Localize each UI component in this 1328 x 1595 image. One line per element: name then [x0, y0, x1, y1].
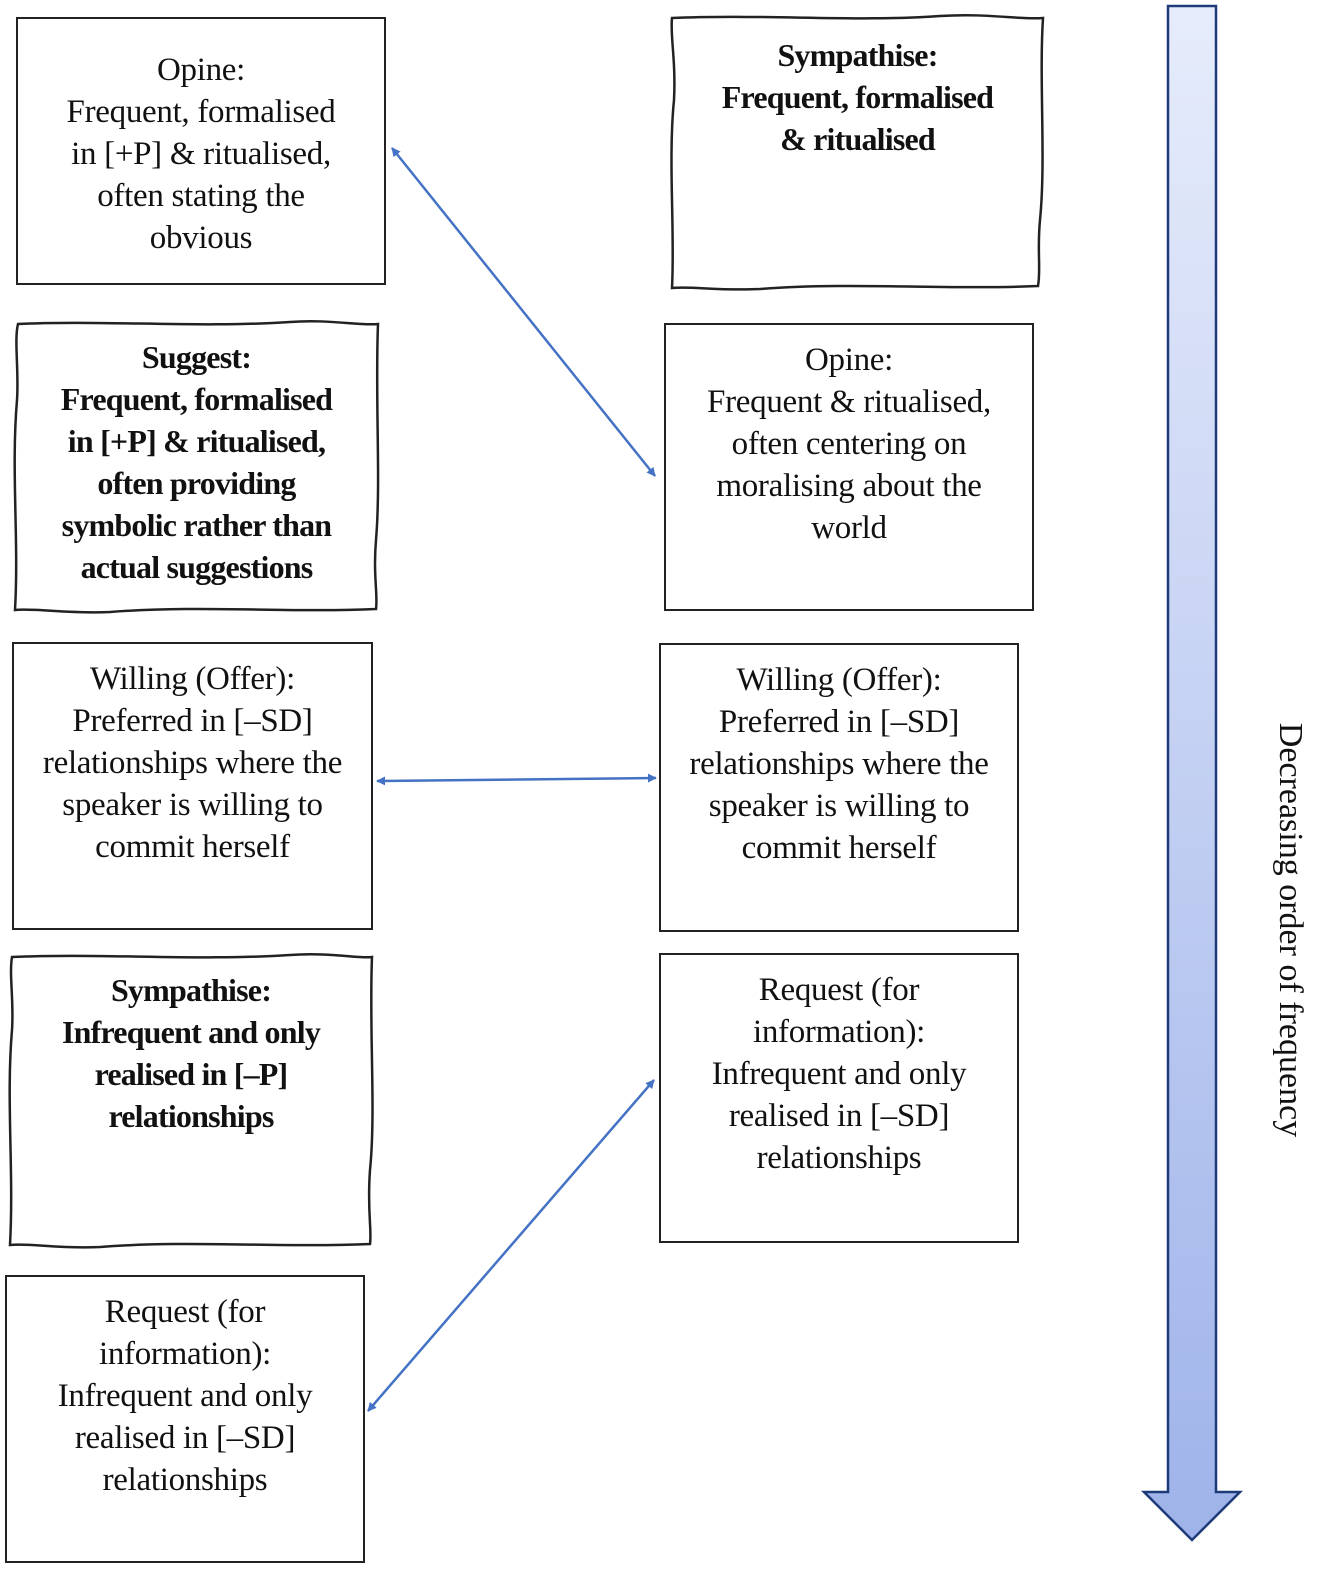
frequency-axis-label: Decreasing order of frequency: [1272, 722, 1309, 1138]
right-opine-box: Opine: Frequent & ritualised, often cent…: [664, 323, 1034, 611]
left-opine-box: Opine: Frequent, formalised in [+P] & ri…: [16, 17, 386, 285]
left-suggest-box: Suggest: Frequent, formalised in [+P] & …: [15, 322, 378, 610]
left-request-box: Request (for information): Infrequent an…: [5, 1275, 365, 1563]
left-suggest-text: Suggest: Frequent, formalised in [+P] & …: [60, 339, 333, 585]
right-request-text: Request (for information): Infrequent an…: [711, 972, 967, 1176]
right-sympathise-text: Sympathise: Frequent, formalised & ritua…: [721, 37, 994, 157]
connector-opine: [391, 147, 656, 477]
left-request-text: Request (for information): Infrequent an…: [57, 1294, 313, 1498]
frequency-axis-arrow: [1140, 4, 1244, 1542]
right-sympathise-frame: [670, 13, 1045, 291]
left-suggest-frame: [13, 319, 380, 614]
right-request-box: Request (for information): Infrequent an…: [659, 953, 1019, 1243]
connector-willing: [376, 773, 657, 786]
right-willing-box: Willing (Offer): Preferred in [–SD] rela…: [659, 643, 1019, 932]
connector-request: [367, 1079, 655, 1412]
left-willing-text: Willing (Offer): Preferred in [–SD] rela…: [42, 661, 343, 865]
left-opine-text: Opine: Frequent, formalised in [+P] & ri…: [66, 52, 336, 256]
right-opine-text: Opine: Frequent & ritualised, often cent…: [707, 342, 991, 546]
left-sympathise-text: Sympathise: Infrequent and only realised…: [61, 972, 321, 1134]
left-sympathise-box: Sympathise: Infrequent and only realised…: [10, 955, 372, 1245]
right-willing-text: Willing (Offer): Preferred in [–SD] rela…: [689, 662, 989, 866]
right-sympathise-box: Sympathise: Frequent, formalised & ritua…: [672, 18, 1043, 288]
left-willing-box: Willing (Offer): Preferred in [–SD] rela…: [12, 642, 373, 930]
